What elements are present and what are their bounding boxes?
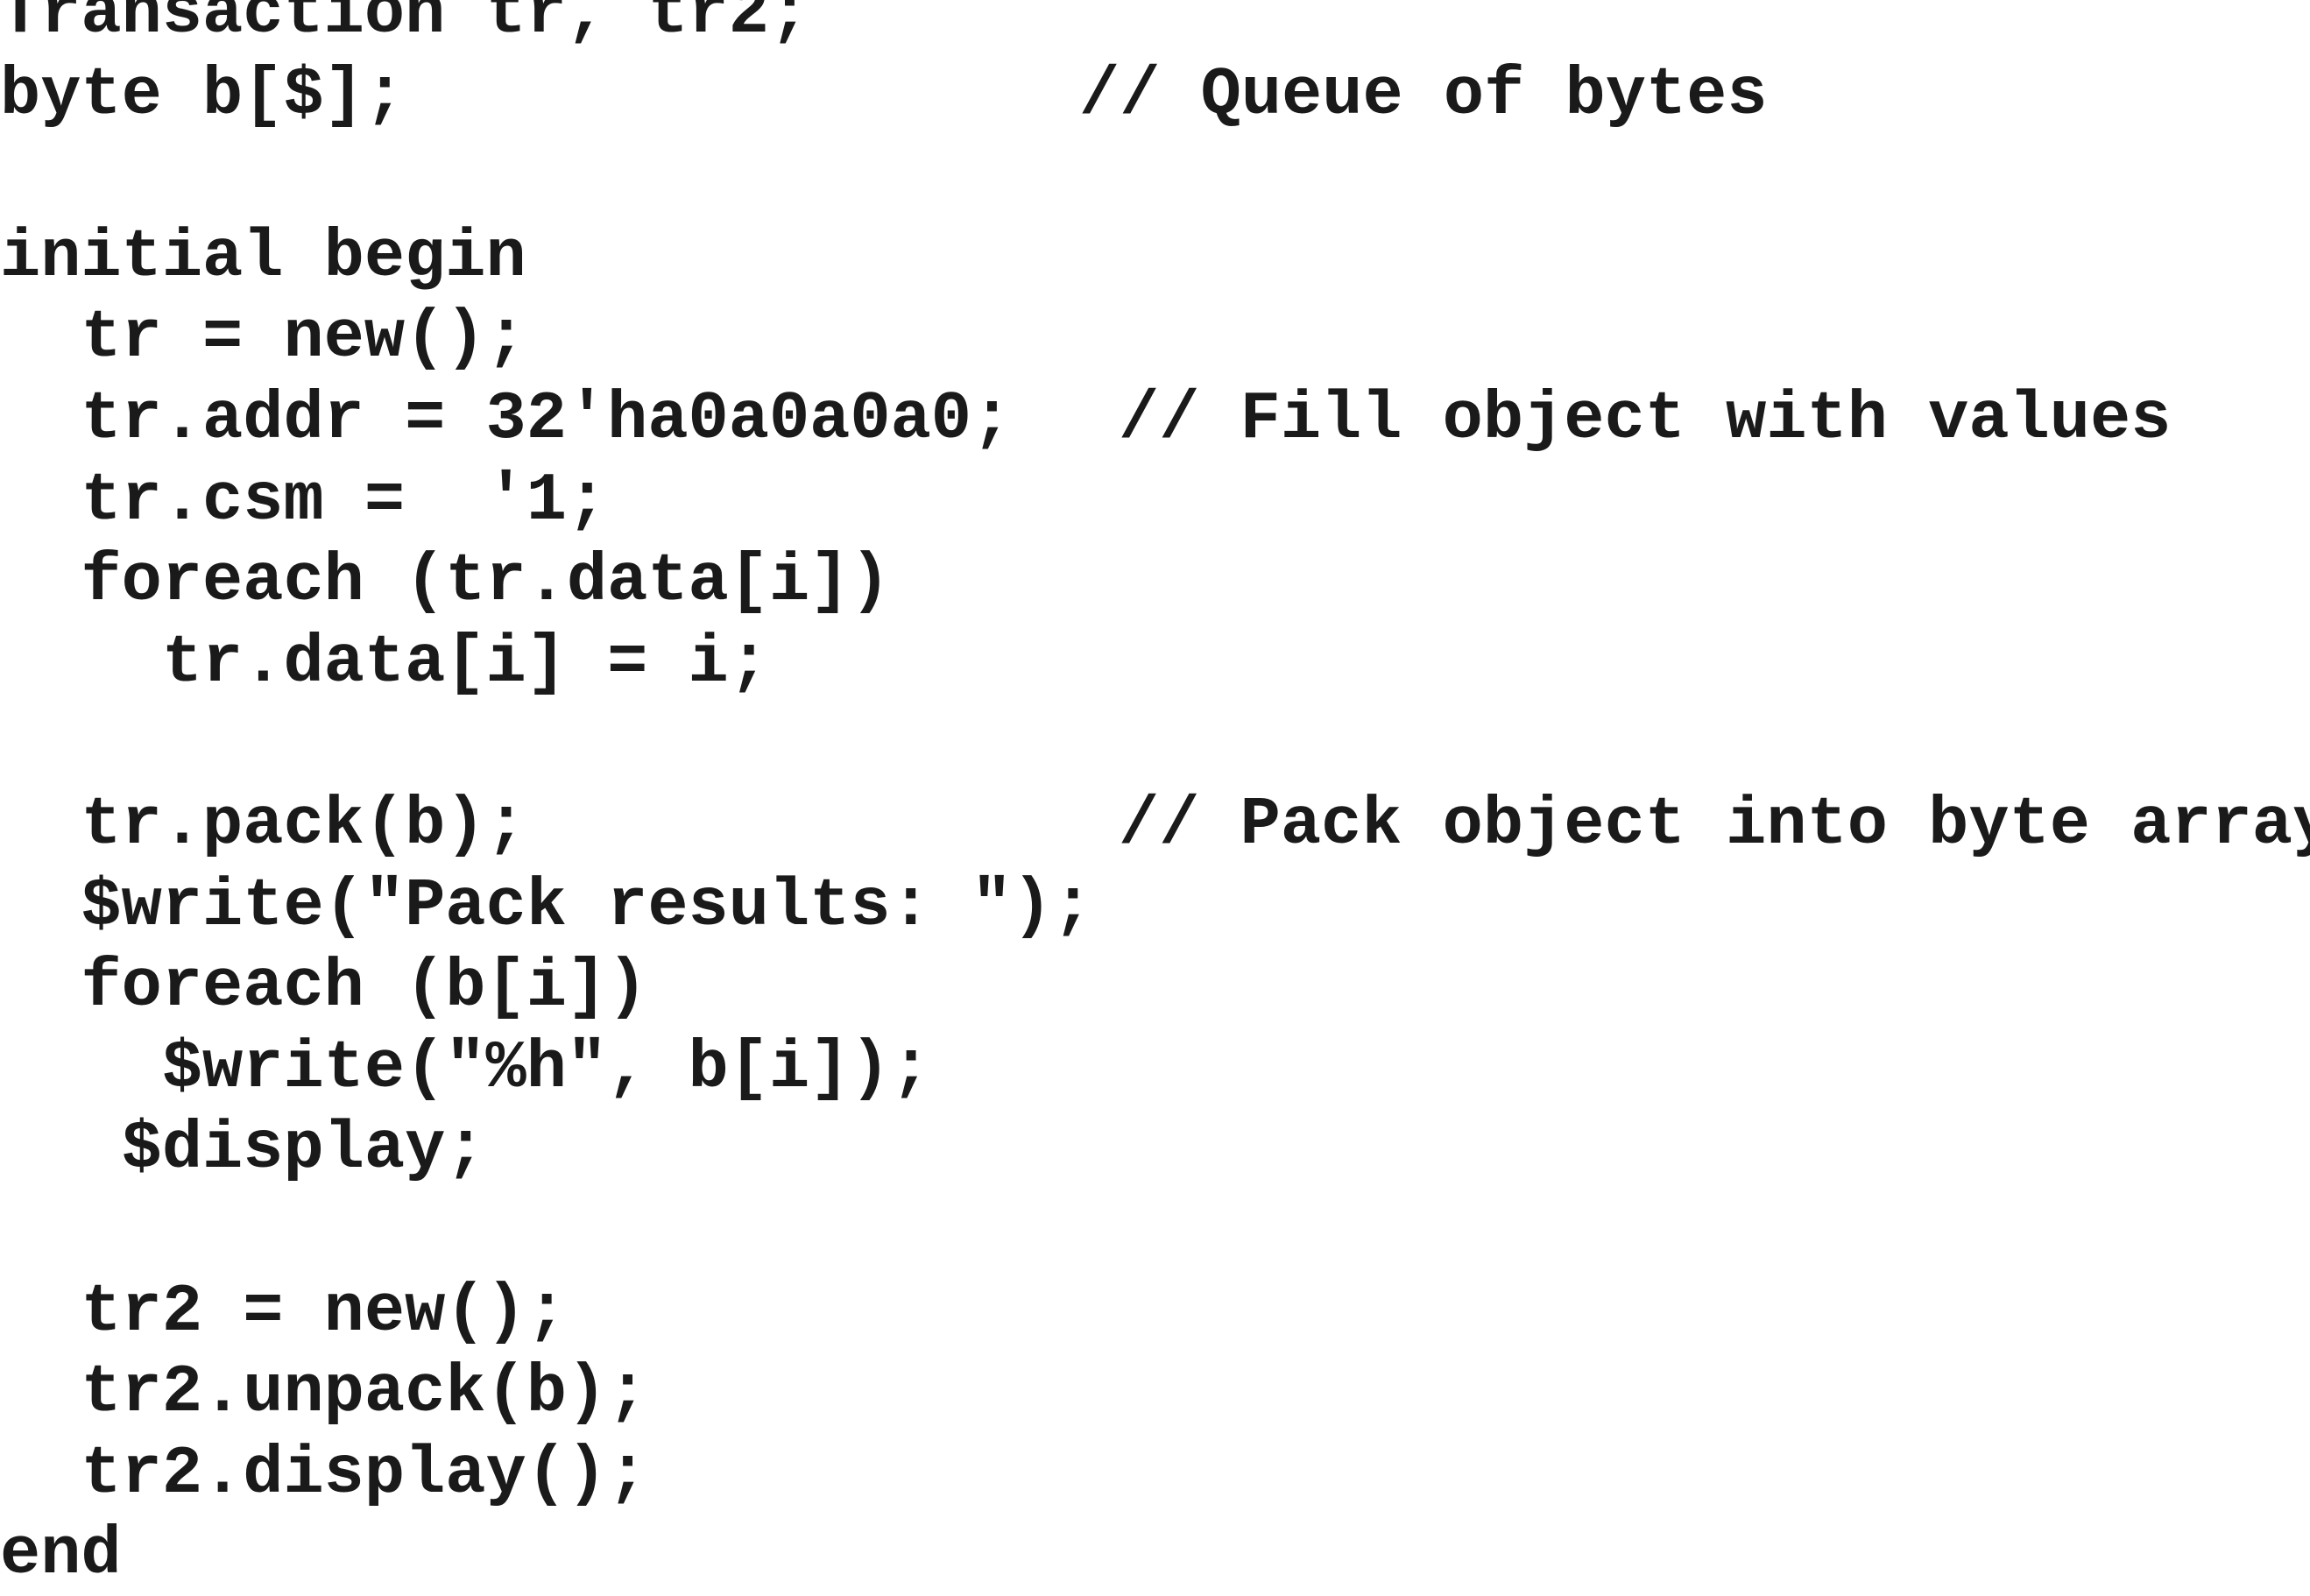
code-text: foreach (tr.data[i]) — [0, 544, 891, 621]
code-line: foreach (b[i]) — [0, 948, 2310, 1028]
code-text: tr2 = new(); — [0, 1274, 567, 1351]
code-comment: // Fill object with values — [1119, 382, 2172, 458]
code-line: tr.pack(b); // Pack object into byte arra… — [0, 786, 2310, 866]
blank-line — [0, 704, 2310, 785]
code-line: foreach (tr.data[i]) — [0, 542, 2310, 623]
code-line: tr.addr = 32'ha0a0a0a0; // Fill object wi… — [0, 380, 2310, 461]
code-text: initial begin — [0, 219, 526, 296]
code-line: tr.data[i] = i; — [0, 624, 2310, 704]
code-line: $display; — [0, 1110, 2310, 1190]
code-line: tr = new(); — [0, 299, 2310, 379]
code-text: tr.data[i] = i; — [0, 625, 769, 702]
code-text: tr2.display(); — [0, 1436, 648, 1513]
code-text: end — [0, 1517, 122, 1594]
code-text: $write("Pack results: "); — [0, 868, 1093, 945]
code-text: $write("%h", b[i]); — [0, 1030, 931, 1107]
code-line: byte b[$]; // Queue of bytes — [0, 56, 2310, 137]
code-text: tr2.unpack(b); — [0, 1355, 648, 1432]
blank-line — [0, 137, 2310, 217]
code-text: foreach (b[i]) — [0, 950, 648, 1027]
code-line: end — [0, 1515, 2310, 1596]
code-line: tr2.unpack(b); — [0, 1353, 2310, 1434]
code-line: tr2.display(); — [0, 1435, 2310, 1515]
code-text: tr.addr = 32'ha0a0a0a0; — [0, 382, 1013, 458]
code-line: Transaction tr, tr2; — [0, 0, 2310, 55]
code-comment: // Queue of bytes — [1079, 57, 1768, 134]
code-line: tr2 = new(); — [0, 1273, 2310, 1353]
code-text: $display; — [0, 1112, 486, 1189]
code-line: tr.csm = '1; — [0, 462, 2310, 542]
code-text: byte b[$]; — [0, 57, 406, 134]
code-text: tr = new(); — [0, 300, 526, 378]
code-text: tr.pack(b); — [0, 787, 526, 864]
code-text: Transaction tr, tr2; — [0, 0, 810, 53]
code-text: tr.csm = '1; — [0, 463, 608, 540]
code-line: $write("Pack results: "); — [0, 867, 2310, 948]
code-line: $write("%h", b[i]); — [0, 1029, 2310, 1110]
blank-line — [0, 1191, 2310, 1272]
code-line: initial begin — [0, 218, 2310, 299]
code-comment: // Pack object into byte array — [1119, 787, 2310, 864]
